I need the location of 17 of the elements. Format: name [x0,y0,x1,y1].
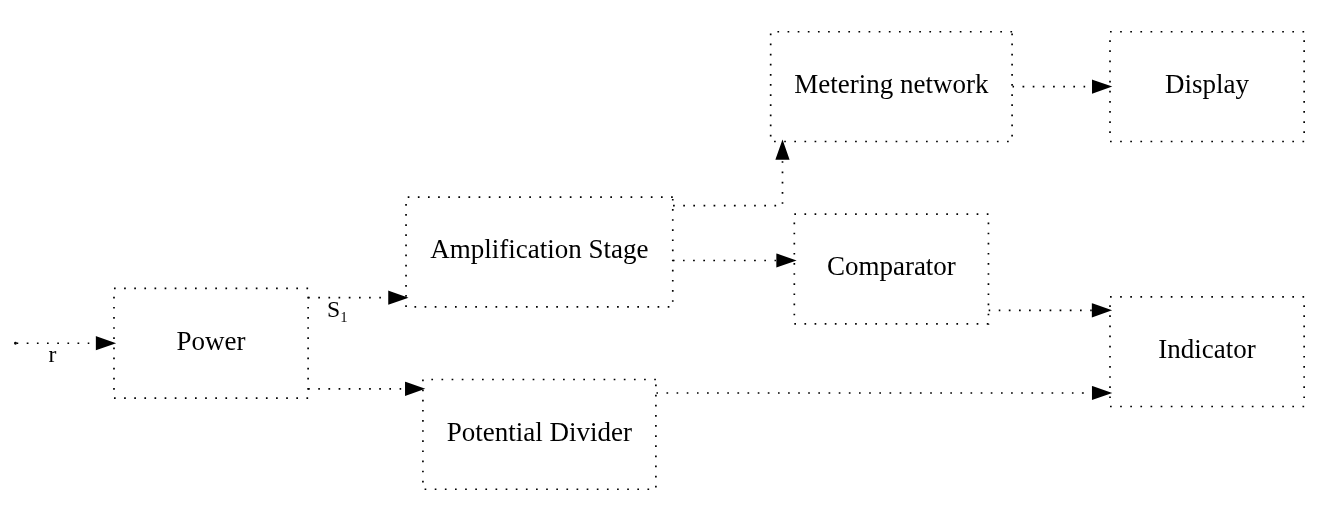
node-box: Display [1109,30,1305,142]
node-box: Potential Divider [422,378,657,490]
node-box: Comparator [793,212,990,325]
arrow [307,381,426,396]
node-box: Amplification Stage [405,195,674,308]
arrow [15,335,117,350]
arrow [655,385,1113,400]
arrow [307,290,409,305]
node-box: Indicator [1109,295,1305,407]
node-box: Power [113,287,309,399]
arrow [987,302,1113,317]
arrow [672,138,790,206]
arrow [1011,79,1113,94]
edge-label: r [48,340,57,367]
edge-label: S₁ [326,295,349,322]
node-box: Metering network [769,30,1013,142]
arrow [672,252,797,268]
